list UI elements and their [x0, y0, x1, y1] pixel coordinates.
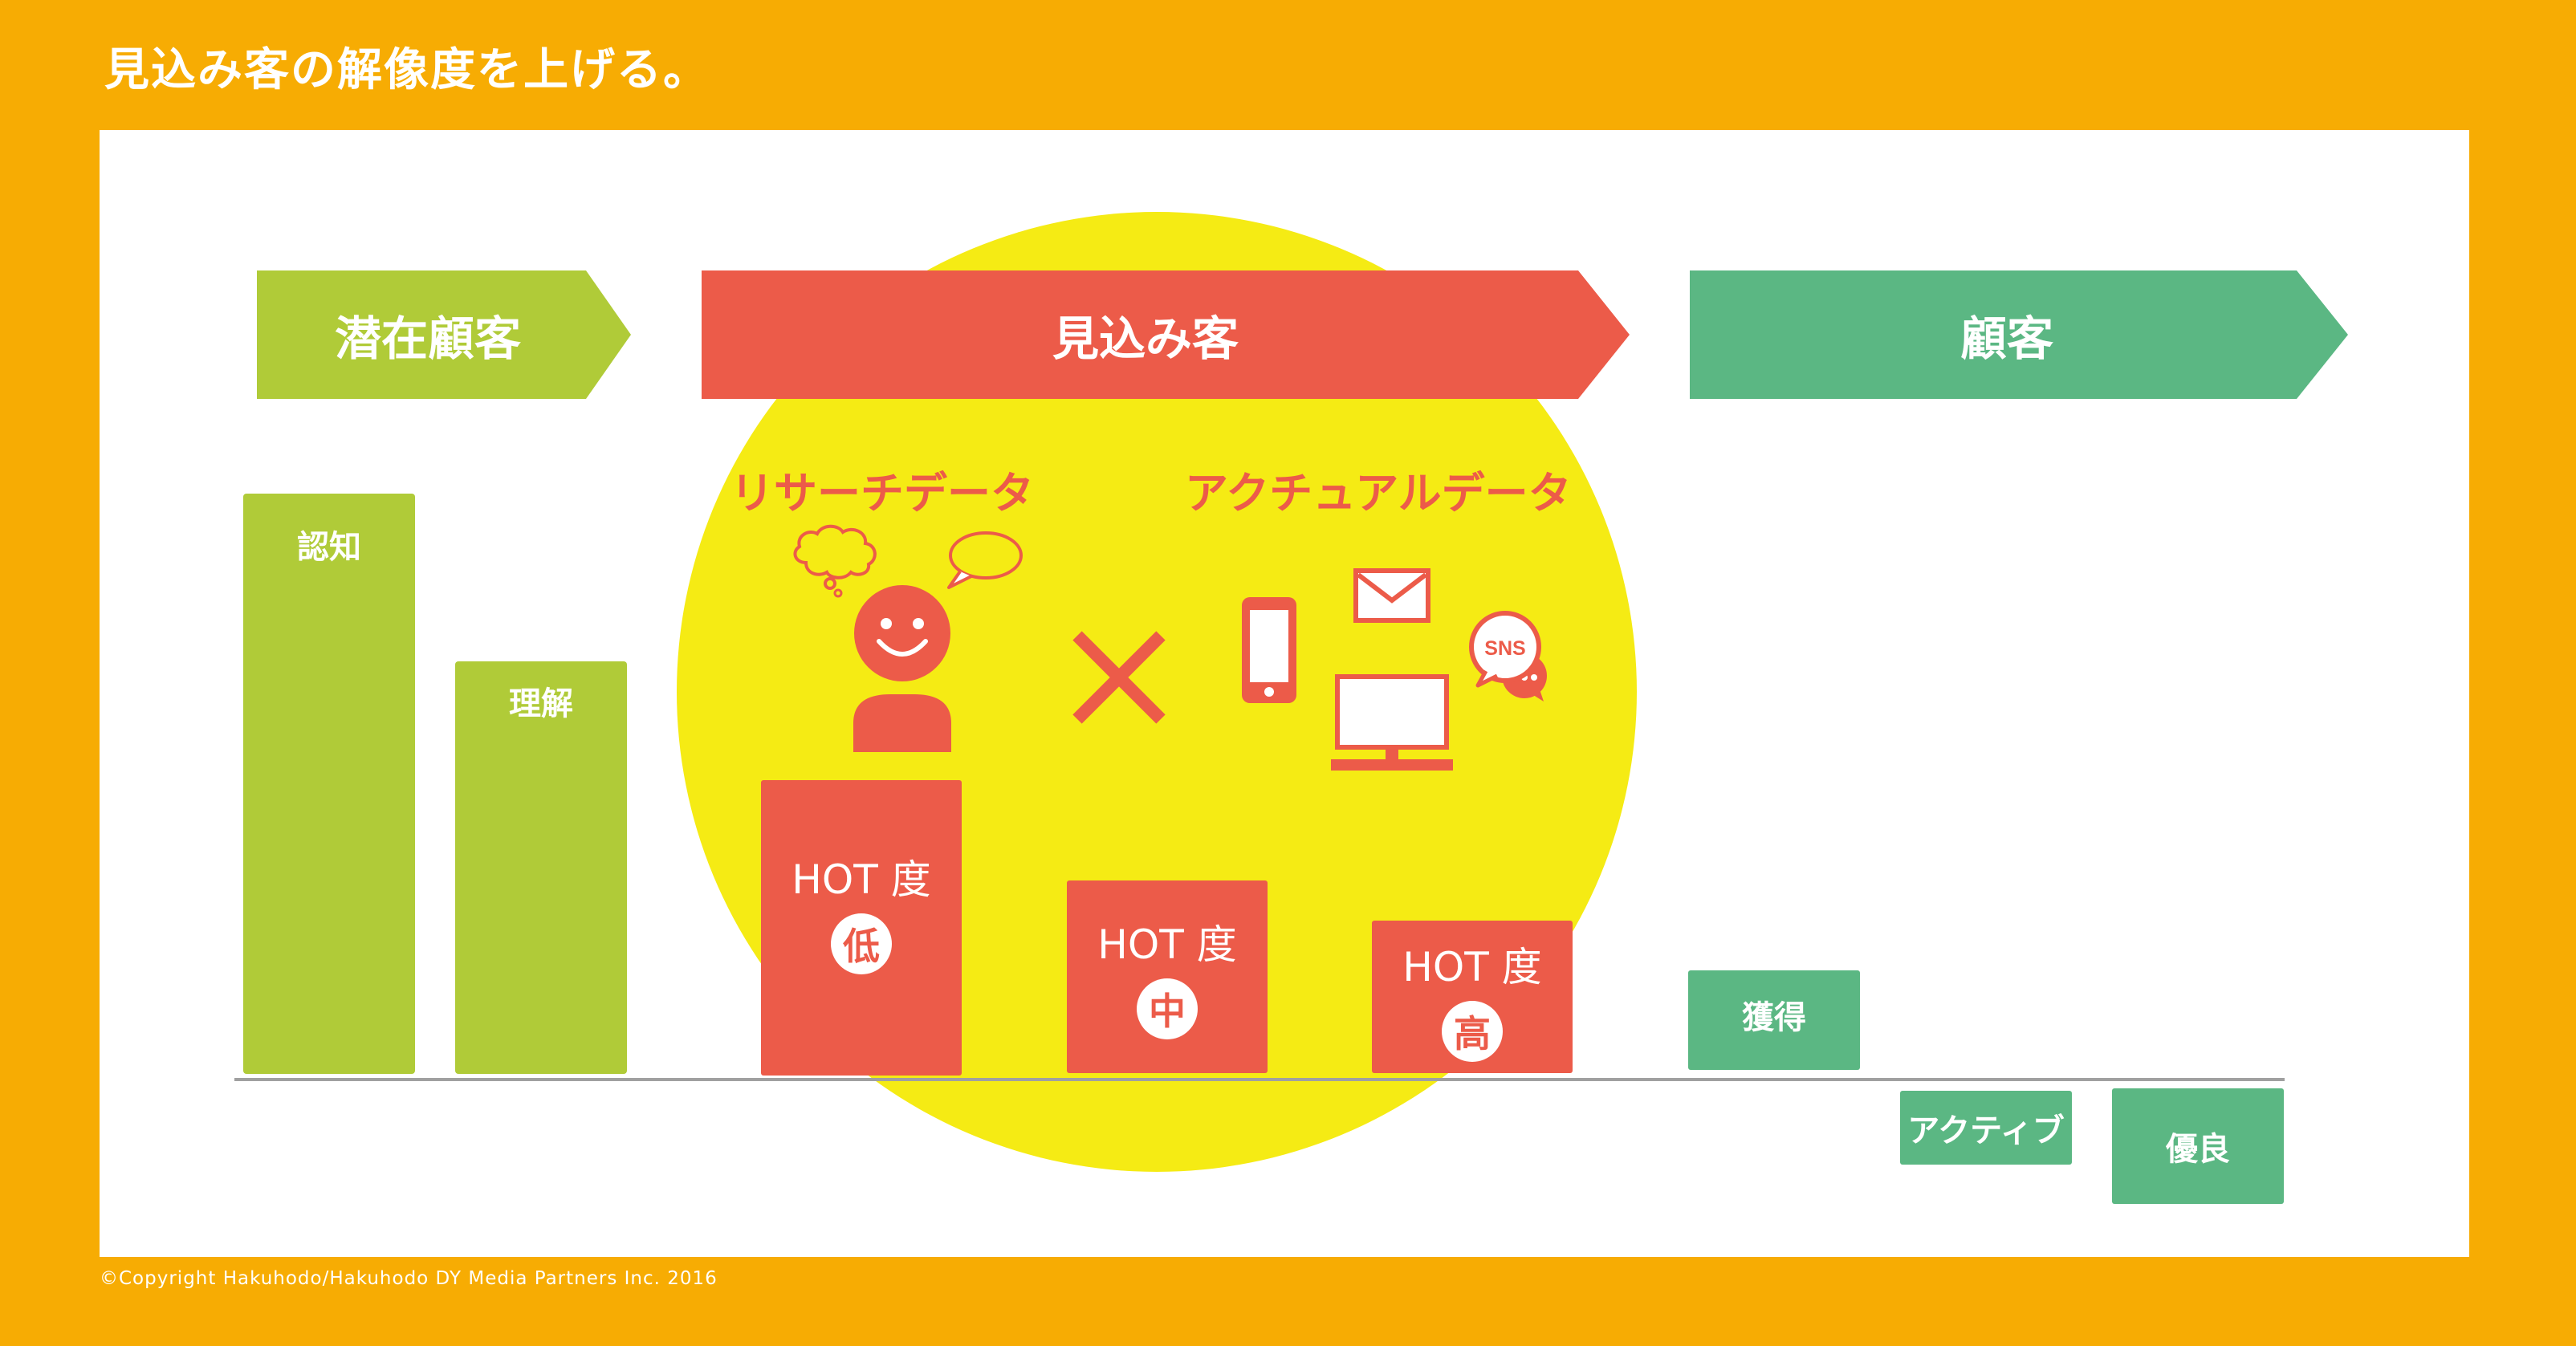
multiply-icon — [1072, 631, 1166, 724]
desktop-icon — [1331, 674, 1453, 771]
sns-bubble-icon: SNS — [1469, 611, 1547, 701]
loyal-bar: 優良 — [2112, 1088, 2284, 1204]
hot-low-badge: 低 — [831, 913, 892, 974]
awareness-bar: 認知 — [243, 494, 415, 1074]
speech-bubble-icon — [947, 531, 1023, 589]
stage-customer-arrow: 顧客 — [1690, 270, 2348, 399]
hot-mid-badge: 中 — [1137, 978, 1198, 1039]
hot-mid-label: HOT 度 — [1097, 921, 1237, 968]
acquisition-bar: 獲得 — [1688, 970, 1860, 1070]
stage-customer-label: 顧客 — [1959, 311, 2053, 366]
stage-prospect-arrow: 見込み客 — [702, 270, 1630, 399]
understanding-bar: 理解 — [455, 661, 627, 1074]
copyright-notice: ©Copyright Hakuhodo/Hakuhodo DY Media Pa… — [100, 1268, 718, 1289]
understanding-label: 理解 — [509, 685, 573, 722]
funnel-baseline — [234, 1078, 2285, 1081]
acquisition-label: 獲得 — [1742, 999, 1806, 1036]
actual-data-label: アクチュアルデータ — [1185, 468, 1572, 518]
stage-potential-customer-arrow: 潜在顧客 — [257, 270, 631, 399]
hot-low-label: HOT 度 — [792, 856, 931, 903]
hot-high-bar: HOT 度 高 — [1372, 921, 1573, 1073]
page-title: 見込み客の解像度を上げる。 — [104, 44, 710, 96]
hot-low-bar: HOT 度 低 — [761, 780, 962, 1076]
thought-bubble-icon — [793, 524, 877, 598]
hot-high-badge: 高 — [1442, 1001, 1503, 1062]
active-bar: アクティブ — [1900, 1091, 2072, 1165]
sns-label: SNS — [1484, 637, 1525, 660]
hot-high-label: HOT 度 — [1402, 944, 1542, 990]
hot-mid-bar: HOT 度 中 — [1067, 880, 1268, 1073]
loyal-label: 優良 — [2166, 1131, 2230, 1168]
research-data-label: リサーチデータ — [730, 468, 1034, 518]
stage-potential-label: 潜在顧客 — [334, 311, 521, 366]
diagram-panel: 潜在顧客 見込み客 顧客 認知 理解 リサーチデータ アクチュアルデータ — [100, 130, 2469, 1257]
person-icon — [853, 585, 951, 752]
stage-prospect-label: 見込み客 — [1052, 311, 1239, 366]
smartphone-icon — [1242, 597, 1296, 703]
awareness-label: 認知 — [297, 529, 361, 566]
mail-icon — [1353, 568, 1430, 623]
active-label: アクティブ — [1907, 1112, 2065, 1149]
